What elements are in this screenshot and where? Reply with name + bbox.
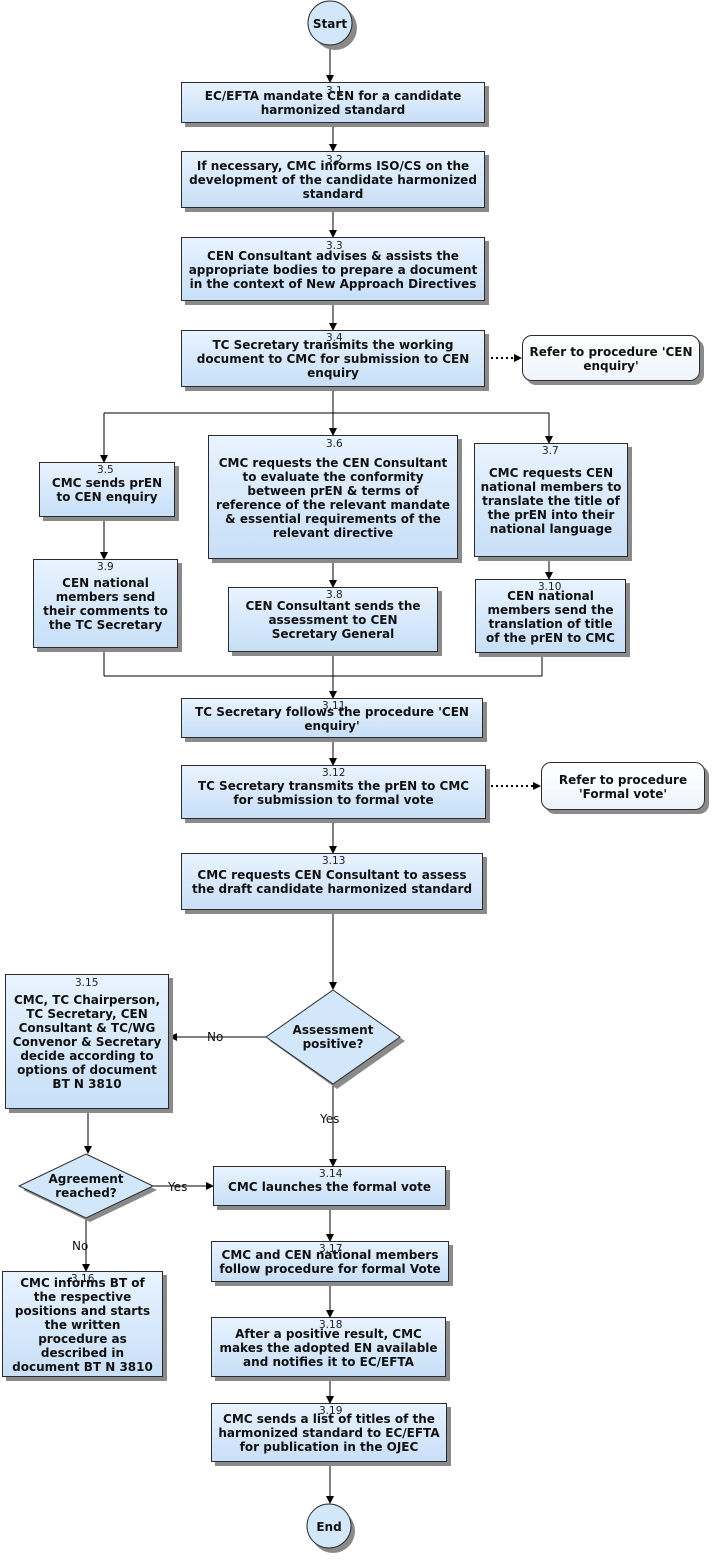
step-3-6: CMC requests the CEN Consultant to evalu… <box>208 435 458 559</box>
start-terminal: Start <box>307 0 357 50</box>
step-3-3: CEN Consultant advises & assists the app… <box>181 237 485 301</box>
step-number: 3.8 <box>326 589 343 601</box>
label-no-assessment: No <box>207 1030 224 1044</box>
step-3-10: CEN national members send the translatio… <box>475 579 626 653</box>
step-number: 3.3 <box>326 240 343 252</box>
step-3-15: CMC, TC Chairperson, TC Secretary, CEN C… <box>5 974 169 1109</box>
label-no-agreement: No <box>72 1239 89 1253</box>
step-3-5: CMC sends prEN to CEN enquiry <box>39 462 175 517</box>
step-3-13: CMC requests CEN Consultant to assess th… <box>181 853 483 910</box>
assessment-decision <box>265 989 405 1089</box>
step-number: 3.10 <box>538 581 562 593</box>
step-number: 3.14 <box>319 1168 343 1180</box>
step-number: 3.16 <box>71 1273 95 1285</box>
end-label: End <box>316 1520 341 1534</box>
agreement-decision <box>17 1153 157 1222</box>
step-3-18: After a positive result, CMC makes the a… <box>211 1317 446 1377</box>
step-number: 3.17 <box>319 1243 343 1255</box>
step-number: 3.7 <box>542 445 559 457</box>
label-yes-agreement: Yes <box>168 1180 188 1194</box>
step-number: 3.19 <box>319 1405 343 1417</box>
step-number: 3.13 <box>322 855 346 867</box>
step-number: 3.15 <box>75 977 99 989</box>
step-3-8: CEN Consultant sends the assessment to C… <box>228 587 438 652</box>
step-3-12: TC Secretary transmits the prEN to CMC f… <box>181 765 486 819</box>
step-number: 3.1 <box>326 85 343 97</box>
end-terminal: End <box>306 1503 355 1553</box>
step-number: 3.18 <box>319 1319 343 1331</box>
assessment-decision-text: Assessment positive? <box>292 1023 374 1051</box>
start-label: Start <box>313 17 347 31</box>
step-number: 3.2 <box>326 154 343 166</box>
step-number: 3.4 <box>326 332 343 344</box>
step-3-11: TC Secretary follows the procedure 'CEN … <box>181 698 483 738</box>
label-yes-assessment: Yes <box>320 1112 340 1126</box>
step-number: 3.6 <box>326 438 343 450</box>
step-3-9: CEN national members send their comments… <box>33 559 178 648</box>
ref-cen-enquiry: Refer to procedure 'CEN enquiry' <box>522 335 700 381</box>
step-3-2: If necessary, CMC informs ISO/CS on the … <box>181 151 485 208</box>
step-3-1: EC/EFTA mandate CEN for a candidate harm… <box>181 82 485 123</box>
step-3-4: TC Secretary transmits the working docum… <box>181 330 485 387</box>
step-number: 3.9 <box>97 561 114 573</box>
ref-formal-vote: Refer to procedure 'Formal vote' <box>541 762 705 810</box>
step-3-19: CMC sends a list of titles of the harmon… <box>211 1403 447 1462</box>
step-3-7: CMC requests CEN national members to tra… <box>474 443 628 557</box>
agreement-decision-text: Agreement reached? <box>48 1172 124 1200</box>
step-number: 3.5 <box>97 464 114 476</box>
step-3-17: CMC and CEN national members follow proc… <box>211 1241 449 1282</box>
step-number: 3.12 <box>322 767 346 779</box>
step-3-14: CMC launches the formal vote <box>213 1166 446 1206</box>
step-3-16: CMC informs BT of the respective positio… <box>2 1271 163 1377</box>
step-number: 3.11 <box>322 700 346 712</box>
